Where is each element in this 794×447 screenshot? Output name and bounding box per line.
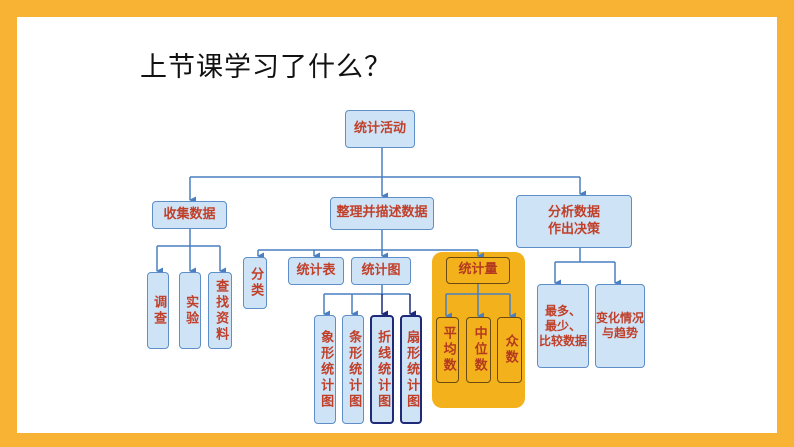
node-survey: 调查 [147, 272, 169, 349]
node-pie-chart: 扇形统计图 [400, 315, 422, 424]
node-stat-measures: 统计量 [446, 257, 510, 284]
node-organize-describe-data: 整理并描述数据 [330, 197, 434, 230]
node-trend-line2: 与趋势 [601, 326, 638, 340]
node-median: 中位数 [466, 317, 491, 383]
node-compare-line2: 最少、 [544, 318, 581, 333]
node-analyze-decide: 分析数据 作出决策 [516, 195, 632, 248]
node-analyze-line2: 作出决策 [547, 221, 600, 237]
node-find-materials: 查找资料 [208, 272, 232, 349]
node-compare-data: 最多、 最少、 比较数据 [537, 284, 589, 368]
node-collect-data: 收集数据 [152, 201, 227, 229]
node-experiment: 实验 [179, 272, 201, 349]
root-node-statistics-activity: 统计活动 [345, 110, 415, 148]
page-title: 上节课学习了什么？ [140, 52, 392, 83]
node-mean: 平均数 [436, 317, 459, 383]
node-trend: 变化情况 与趋势 [595, 284, 645, 368]
node-pictograph: 象形统计图 [314, 315, 336, 424]
node-stat-table: 统计表 [288, 257, 344, 285]
node-analyze-line1: 分析数据 [547, 205, 600, 221]
node-mode: 众数 [497, 317, 522, 383]
node-trend-line1: 变化情况 [596, 311, 645, 325]
node-line-chart: 折线统计图 [370, 315, 394, 424]
node-compare-line1: 最多、 [544, 303, 581, 318]
node-stat-chart: 统计图 [351, 257, 411, 285]
node-classify: 分类 [243, 257, 267, 309]
node-compare-line3: 比较数据 [538, 333, 587, 348]
node-bar-chart: 条形统计图 [342, 315, 364, 424]
